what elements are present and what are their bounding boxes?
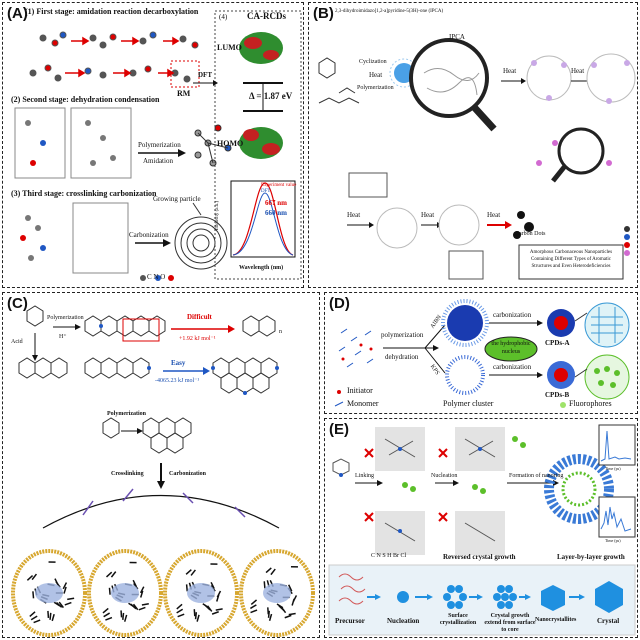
time-label-2: Time (ps) (605, 538, 621, 543)
monomer-legend: Monomer (347, 399, 379, 408)
heat-label-5: Heat (421, 211, 435, 219)
panel-label: (B) (313, 5, 334, 22)
panel-label: (C) (7, 295, 28, 312)
panel-label: (D) (329, 295, 350, 312)
nm2-label: 660 nm (265, 209, 287, 217)
step4-label: (4) (219, 13, 228, 21)
heat-label-1: Heat (369, 71, 383, 79)
cpds-b-label: CPDs-B (545, 391, 570, 399)
dft-label: DFT (198, 71, 212, 79)
carbonization-label: Carbonization (129, 231, 169, 239)
carbon-particle (11, 549, 87, 637)
exp-legend: Experiment value (261, 183, 297, 188)
panel-d-graphics (334, 299, 630, 408)
heat-label-3: Heat (571, 67, 585, 75)
panel-c: (C) (2, 292, 320, 638)
panel-b: (B) 2,3-dihydroimida (308, 2, 638, 288)
spectrum-xlabel: Wavelength (nm) (239, 265, 284, 271)
step-crystal: Crystal (597, 617, 620, 625)
linking-label: Linking (355, 473, 374, 479)
carcds-title: CA-RCDs (247, 11, 286, 21)
panel-e-graphics (328, 424, 636, 636)
polymerization-label: Polymerization (357, 85, 394, 91)
cdots-label: Carbon Dots (515, 231, 546, 237)
atom-legend: C N S H Br Cl (371, 553, 407, 559)
heat-label-6: Heat (487, 211, 501, 219)
stage3-title: (3) Third stage: crosslinking carbonizat… (11, 189, 157, 198)
reagent-label: 2,3-dihydroimidazo[1,2-a]pyridine-5(3H)-… (335, 9, 444, 14)
formation-label: Formation of nanoring (509, 473, 564, 479)
cdots-description: Amorphous Carbonaceous Nanoparticles Con… (529, 250, 613, 269)
step-surface: Surface crystallization (439, 613, 477, 626)
polymerization-label: polymerization (381, 331, 424, 339)
layer-growth-label: Layer-by-layer growth (557, 553, 625, 561)
homo-label: HOMO (217, 139, 244, 148)
energy-easy: -4065.23 kJ mol⁻¹ (155, 378, 200, 384)
step-nucleation: Nucleation (387, 617, 420, 625)
stage1-title: (1) First stage: amidation reaction deca… (25, 7, 199, 16)
atom-legend: C N O (147, 273, 166, 281)
polymerization2-label: Polymerization (107, 411, 146, 417)
polymerization-label: Polymerization (47, 315, 84, 321)
panel-a-graphics (14, 10, 302, 281)
heat-label-2: Heat (503, 67, 517, 75)
hydrophobic-nucleus: the hydrophobic nucleus (491, 341, 531, 355)
panel-a: (A) (2, 2, 304, 288)
polymerization-label: Polymerization (138, 141, 181, 149)
heat-label-4: Heat (347, 211, 361, 219)
ipca-label: IPCA (449, 33, 465, 41)
n-label: n (279, 329, 282, 335)
cpds-a-label: CPDs-A (545, 339, 570, 347)
growing-label: Growing particle (153, 195, 201, 203)
panel-c-graphics (11, 305, 315, 637)
panel-e: (E) (324, 418, 638, 638)
difficult-label: Difficult (187, 313, 212, 321)
nm1-label: 667 nm (265, 199, 287, 207)
panel-d: (D) polymerization dehydration AIBN KPS … (324, 292, 638, 414)
crosslinking-label: Crosslinking (111, 471, 144, 477)
carbonization-label-2: carbonization (493, 363, 532, 371)
lumo-label: LUMO (217, 43, 242, 52)
fluorophores-legend: Fluorophores (569, 399, 612, 408)
carbon-particle (239, 549, 315, 637)
panel-label: (A) (7, 5, 28, 22)
cluster-label: Polymer cluster (443, 399, 494, 408)
panel-label: (E) (329, 421, 349, 438)
reversed-growth-label: Reversed crystal growth (443, 553, 516, 561)
carbon-particle (87, 549, 163, 637)
dehydration-label: dehydration (385, 353, 419, 361)
initiator-legend: Initiator (347, 386, 373, 395)
step-precursor: Precursor (335, 617, 365, 625)
amidation-label: Amidation (143, 157, 173, 165)
rm-label: RM (177, 89, 191, 98)
easy-label: Easy (171, 359, 186, 367)
stage2-title: (2) Second stage: dehydration condensati… (11, 95, 160, 104)
step-nanocrystallites: Nanocrystallites (535, 617, 577, 623)
acid-label: Acid (11, 339, 23, 345)
energy-difficult: +1.92 kJ mol⁻¹ (179, 336, 216, 342)
cyclization-label: Cyclization (359, 59, 387, 65)
carbon-particle (163, 549, 239, 637)
nucleation-label: Nucleation (431, 473, 458, 479)
time-label-1: Time (ps) (605, 466, 621, 471)
spectrum-ylabel: Intensity (a.u.) (215, 200, 221, 231)
panel-b-graphics (318, 38, 636, 280)
gap-label: Δ = 1.87 eV (249, 91, 293, 101)
dft-legend: DFT (261, 189, 271, 194)
carbonization-label-1: carbonization (493, 311, 532, 319)
step-crystal-growth: Crystal growth extend from surface to co… (484, 613, 536, 633)
carbonization-label: Carbonization (169, 471, 207, 477)
hplus-label: H⁺ (59, 334, 67, 340)
